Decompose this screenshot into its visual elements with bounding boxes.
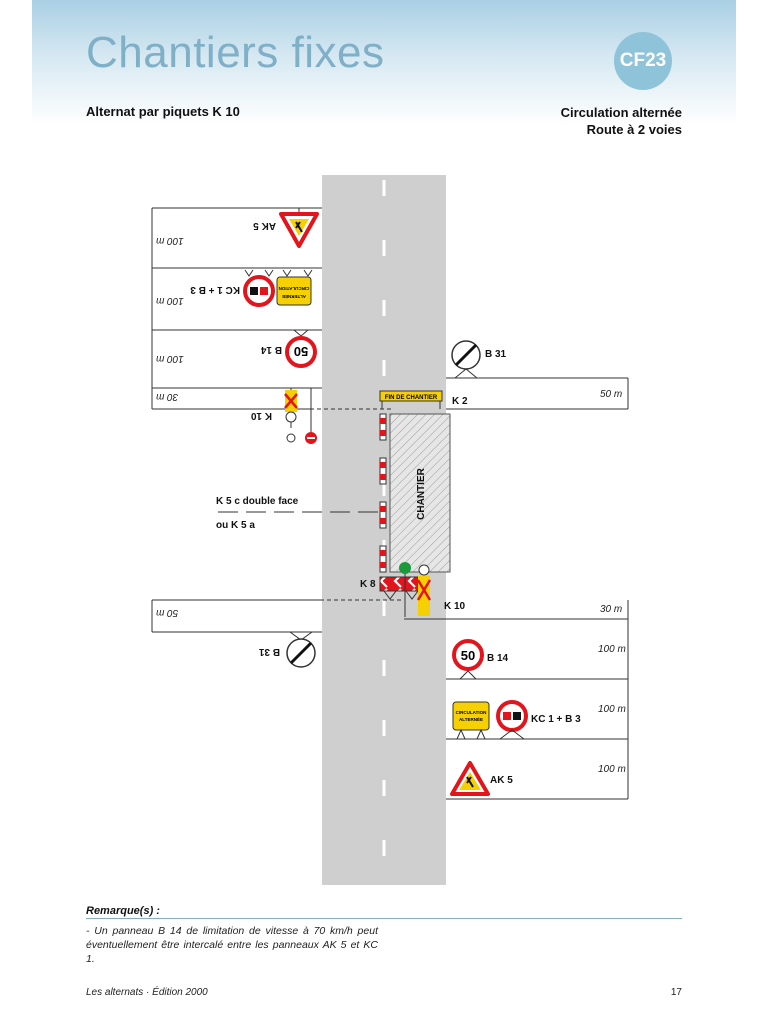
- circ-line2: ALTERNÉE: [459, 715, 483, 722]
- left-dimensions: [151, 207, 322, 633]
- ak5-label-opposite: AK 5: [253, 220, 276, 231]
- kc1-b3-label-opposite: KC 1 + B 3: [190, 284, 240, 295]
- circ-line1: CIRCULATION: [456, 710, 487, 715]
- dist-right-100-c: 100 m: [598, 764, 626, 775]
- dist-left-5: 50 m: [156, 607, 178, 618]
- b31-opposite: [286, 631, 316, 668]
- k10-flagman-opposite: [284, 388, 317, 444]
- b31-label-opposite: B 31: [258, 646, 280, 657]
- kc1-b3-sign: CIRCULATION ALTERNÉE: [452, 700, 528, 740]
- b14-speed: 50: [461, 648, 475, 663]
- k5-label-line1: K 5 c double face: [216, 496, 299, 507]
- dist-left-3: 100 m: [156, 353, 184, 364]
- dist-right-30: 30 m: [600, 604, 622, 615]
- page-number: 17: [670, 987, 682, 998]
- b31-sign: [451, 340, 481, 379]
- subtitle-right-line2: Route à 2 voies: [586, 122, 682, 137]
- kc1-b3-opposite: CIRCULATION ALTERNÉE: [243, 269, 313, 307]
- b14-opposite: 50: [285, 329, 317, 368]
- k2-sign: FIN DE CHANTIER: [379, 390, 443, 409]
- k8-label: K 8: [360, 579, 376, 590]
- subtitle-left: Alternat par piquets K 10: [86, 104, 240, 119]
- b14-label: B 14: [487, 653, 509, 664]
- k10-flagman: [399, 562, 432, 617]
- work-zone-label: CHANTIER: [416, 467, 427, 519]
- remark-text: - Un panneau B 14 de limitation de vites…: [86, 925, 378, 965]
- dist-right-50: 50 m: [600, 389, 622, 400]
- ak5-sign: [450, 761, 490, 796]
- k5-cones: [379, 413, 387, 573]
- circ-opposite-l1: CIRCULATION: [279, 286, 310, 291]
- subtitle-right-line1: Circulation alternée: [560, 105, 682, 120]
- b14-speed-opposite: 50: [294, 344, 308, 359]
- k10-label-opposite: K 10: [250, 410, 272, 421]
- k10-label: K 10: [444, 601, 466, 612]
- worker-icon: [295, 221, 303, 233]
- worker-icon-right: [466, 776, 474, 788]
- remark-title: Remarque(s) :: [86, 905, 160, 917]
- b14-label-opposite: B 14: [260, 344, 282, 355]
- right-dimensions: [404, 377, 629, 800]
- dist-right-100-a: 100 m: [598, 644, 626, 655]
- remark-divider: [86, 918, 682, 919]
- sheet-badge: CF23: [614, 32, 672, 90]
- dist-left-2: 100 m: [156, 295, 184, 306]
- k2-label: K 2: [452, 396, 468, 407]
- footer-left: Les alternats · Édition 2000: [86, 987, 208, 998]
- dist-left-1: 100 m: [156, 235, 184, 246]
- kc1-b3-label: KC 1 + B 3: [531, 714, 581, 725]
- dist-left-4: 30 m: [156, 391, 178, 402]
- b31-label: B 31: [485, 349, 507, 360]
- ak5-label: AK 5: [490, 775, 513, 786]
- dist-right-100-b: 100 m: [598, 704, 626, 715]
- b14-sign: 50: [452, 639, 484, 680]
- subtitle-right: Circulation alternée Route à 2 voies: [561, 104, 682, 138]
- ak5-sign-opposite: [279, 208, 319, 248]
- k5-label-line2: ou K 5 a: [216, 520, 255, 531]
- page-title: Chantiers fixes: [86, 28, 385, 77]
- fin-de-chantier-text: FIN DE CHANTIER: [385, 395, 438, 401]
- circ-opposite-l2: ALTERNÉE: [282, 294, 306, 301]
